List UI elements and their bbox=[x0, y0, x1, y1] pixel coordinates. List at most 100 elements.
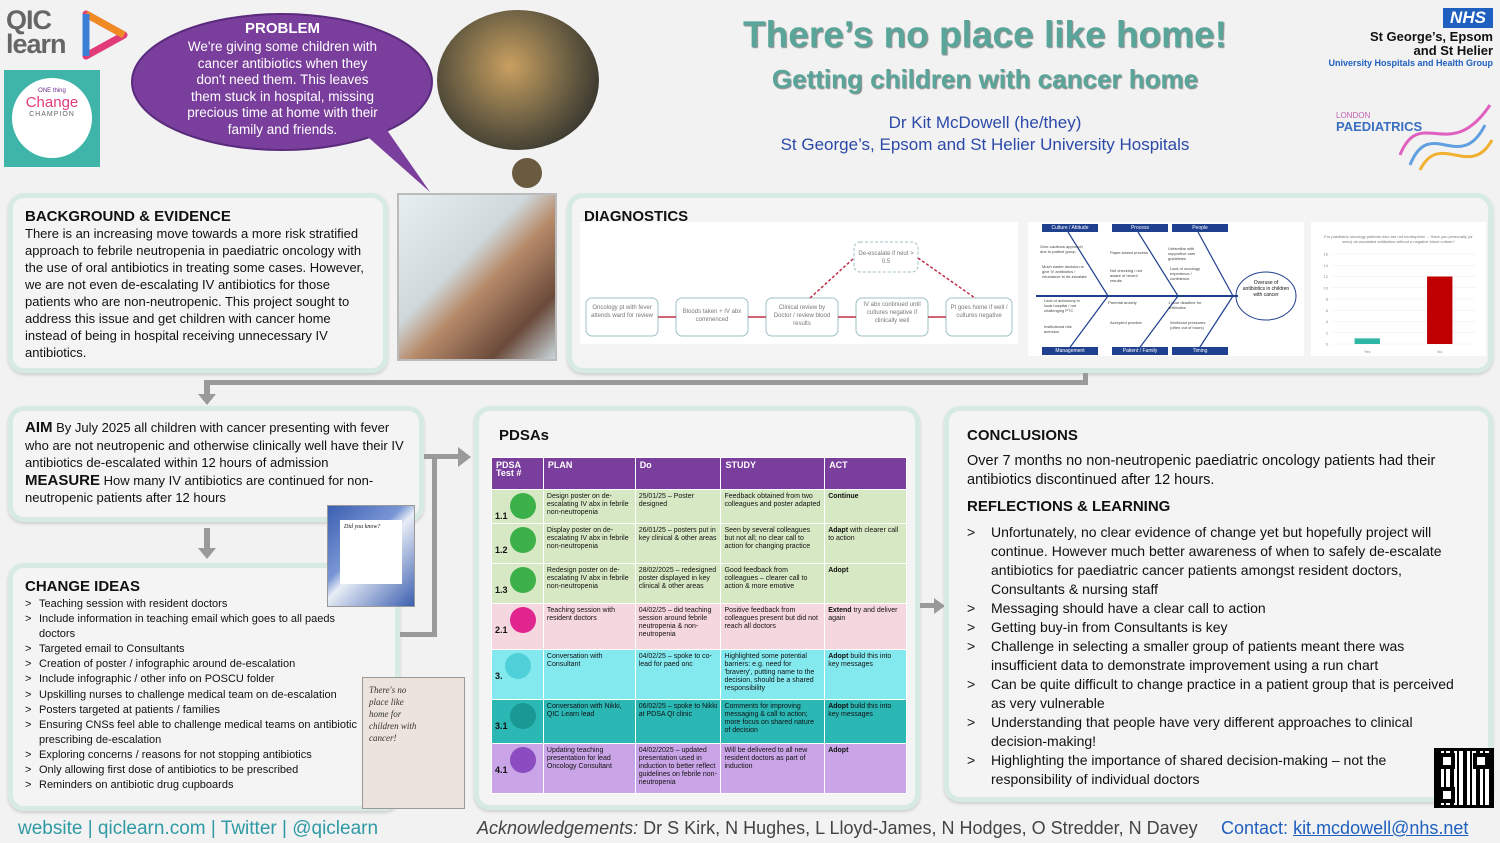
fishbone-cause-3: Unfamiliar with supportive care guidelin… bbox=[1168, 246, 1196, 261]
pdsa-id: 1.3 bbox=[495, 585, 508, 595]
contact-label: Contact: bbox=[1221, 818, 1289, 838]
qr-code[interactable] bbox=[1434, 748, 1494, 808]
change-champion-badge: ONE thing Change CHAMPION bbox=[4, 70, 100, 167]
pdsa-col-act: ACT bbox=[824, 457, 907, 490]
bar-no bbox=[1427, 276, 1453, 344]
x-tick-label: Yes bbox=[1364, 349, 1371, 354]
conclusions-panel: CONCLUSIONS Over 7 months no non-neutrop… bbox=[944, 406, 1493, 802]
pdsa-id: 1.2 bbox=[495, 545, 508, 555]
fishbone-cause-11: Accepted practice bbox=[1110, 320, 1142, 325]
london-paediatrics-logo: LONDON PAEDIATRICS bbox=[1330, 95, 1495, 175]
pdsa-id: 3. bbox=[495, 671, 503, 681]
pdsa-do: 06/02/25 – spoke to Nikki at PDSA QI cli… bbox=[634, 699, 722, 744]
pdsa-col-do: Do bbox=[634, 457, 722, 490]
doctor-child-photo bbox=[397, 193, 557, 361]
problem-speech-bubble bbox=[131, 13, 433, 192]
badge-champion: CHAMPION bbox=[29, 111, 75, 118]
pdsa-col-study: STUDY bbox=[720, 457, 826, 490]
footer-links[interactable]: website | qiclearn.com | Twitter | @qicl… bbox=[18, 818, 379, 839]
qic-learn-logo: QIC learn bbox=[6, 7, 128, 64]
pdsa-plan: Teaching session with resident doctors bbox=[542, 603, 636, 650]
badge-change: Change bbox=[25, 94, 79, 111]
fishbone-head-3: People bbox=[1172, 224, 1228, 232]
badge-one-thing: ONE thing bbox=[38, 88, 66, 94]
cycle-icon bbox=[509, 567, 536, 593]
trust-name-line2: and St Helier bbox=[1413, 43, 1493, 58]
measure-text: How many IV antibiotics are continued fo… bbox=[25, 472, 374, 506]
problem-box: PROBLEM We're giving some children with … bbox=[185, 20, 380, 139]
change-idea: Upskilling nurses to challenge medical t… bbox=[25, 688, 360, 703]
pdsa-study: Highlighted some potential barriers: e.g… bbox=[720, 649, 826, 700]
pdsa-study: Seen by several colleagues but not all; … bbox=[720, 523, 826, 564]
pdsa-id: 4.1 bbox=[495, 765, 508, 775]
london-paeds-line2: PAEDIATRICS bbox=[1336, 119, 1423, 134]
cycle-icon bbox=[509, 493, 536, 519]
pdsa-study: Positive feedback from colleagues presen… bbox=[720, 603, 826, 650]
arrow-right-conclusions bbox=[920, 598, 945, 614]
pdsa-act-verb: Extend bbox=[828, 607, 852, 614]
pdsa-do: 04/02/2025 – updated presentation used i… bbox=[634, 743, 722, 794]
poster-subtitle: Getting children with cancer home bbox=[771, 64, 1199, 94]
fishbone-head-5: Patient / Family bbox=[1112, 347, 1168, 355]
change-idea: Targeted email to Consultants bbox=[25, 642, 360, 657]
y-tick-label: 14 bbox=[1324, 263, 1329, 268]
reflection-item: Can be quite difficult to change practic… bbox=[967, 675, 1467, 713]
fishbone-head-2: Process bbox=[1112, 224, 1168, 232]
pdsa-table: PDSA Test # PLAN Do STUDY ACT 1.1 Design… bbox=[491, 457, 907, 794]
y-tick-label: 16 bbox=[1324, 252, 1329, 257]
nhs-logo: NHS bbox=[1443, 8, 1493, 28]
thought-bubble-large bbox=[512, 158, 542, 188]
pdsa-act-verb: Adopt bbox=[828, 653, 849, 660]
fishbone-cause-7: Lack of autonomy in local hospital / not… bbox=[1044, 298, 1080, 313]
fishbone-head-6: Timing bbox=[1172, 347, 1228, 355]
reflection-item: Unfortunately, no clear evidence of chan… bbox=[967, 523, 1467, 599]
y-tick-label: 6 bbox=[1326, 308, 1329, 313]
y-tick-label: 10 bbox=[1324, 285, 1329, 290]
trust-name-line1: St George’s, Epsom bbox=[1369, 29, 1493, 44]
reflection-item: Understanding that people have very diff… bbox=[967, 713, 1437, 751]
measure-label: MEASURE bbox=[25, 471, 101, 489]
change-ideas-list: Teaching session with resident doctors I… bbox=[25, 597, 360, 793]
conclusions-heading: CONCLUSIONS bbox=[967, 427, 1078, 444]
flow-branch: De-escalate if neut > 0.5 bbox=[858, 251, 914, 265]
background-panel: BACKGROUND & EVIDENCE There is an increa… bbox=[8, 193, 388, 373]
pdsa-act-verb: Adopt bbox=[828, 747, 849, 754]
ack-label: Acknowledgements: bbox=[477, 818, 639, 838]
arrow-down-2 bbox=[204, 528, 210, 550]
pdsa-plan: Redesign poster on de-escalating IV abx … bbox=[542, 563, 636, 604]
pdsa-id: 1.1 bbox=[495, 511, 508, 521]
london-paeds-line1: LONDON bbox=[1336, 111, 1371, 120]
pdsa-row: 1.2 Display poster on de-escalating IV a… bbox=[491, 523, 907, 564]
reflection-item: Messaging should have a clear call to ac… bbox=[967, 599, 1467, 618]
change-idea: Teaching session with resident doctors bbox=[25, 597, 360, 612]
contact-email[interactable]: kit.mcdowell@nhs.net bbox=[1293, 818, 1469, 838]
reflections-list: Unfortunately, no clear evidence of chan… bbox=[967, 523, 1467, 789]
change-idea: Only allowing first dose of antibiotics … bbox=[25, 763, 360, 778]
reflection-item: Getting buy-in from Consultants is key bbox=[967, 618, 1467, 637]
fishbone-cause-10: Institutional risk aversion bbox=[1044, 324, 1072, 334]
arrow-down-1-head bbox=[198, 394, 216, 405]
fishbone-cause-6: Lack of oncology experience / confidence bbox=[1170, 266, 1201, 281]
pdsa-do: 28/02/2025 – redesigned poster displayed… bbox=[634, 563, 722, 604]
pdsa-act-verb: Adopt bbox=[828, 567, 849, 574]
pdsa-study: Good feedback from colleagues – clearer … bbox=[720, 563, 826, 604]
poster-photo-did-you-know: Did you know? bbox=[327, 505, 415, 607]
y-tick-label: 12 bbox=[1324, 274, 1329, 279]
pdsa-heading: PDSAs bbox=[499, 427, 550, 444]
author-affiliation: St George’s, Epsom and St Helier Univers… bbox=[780, 135, 1190, 154]
pdsa-id: 3.1 bbox=[495, 721, 508, 731]
reflection-item: Highlighting the importance of shared de… bbox=[967, 751, 1437, 789]
background-text: There is an increasing move towards a mo… bbox=[25, 226, 364, 360]
aim-panel: AIM By July 2025 all children with cance… bbox=[8, 406, 424, 522]
change-ideas-heading: CHANGE IDEAS bbox=[25, 578, 141, 595]
change-idea: Include information in teaching email wh… bbox=[25, 612, 360, 642]
change-idea: Reminders on antibiotic drug cupboards bbox=[25, 778, 360, 793]
pdsa-plan: Design poster on de-escalating IV abx in… bbox=[542, 489, 636, 524]
reflection-item: Challenge in selecting a smaller group o… bbox=[967, 637, 1467, 675]
poster-photo-no-place-like-home: There's no place like home for children … bbox=[362, 677, 465, 809]
wizard-of-oz-image bbox=[437, 10, 599, 150]
pdsa-act-verb: Adopt bbox=[828, 703, 849, 710]
y-tick-label: 8 bbox=[1326, 297, 1329, 302]
aim-label: AIM bbox=[25, 419, 53, 436]
pdsa-col-plan: PLAN bbox=[542, 457, 636, 490]
